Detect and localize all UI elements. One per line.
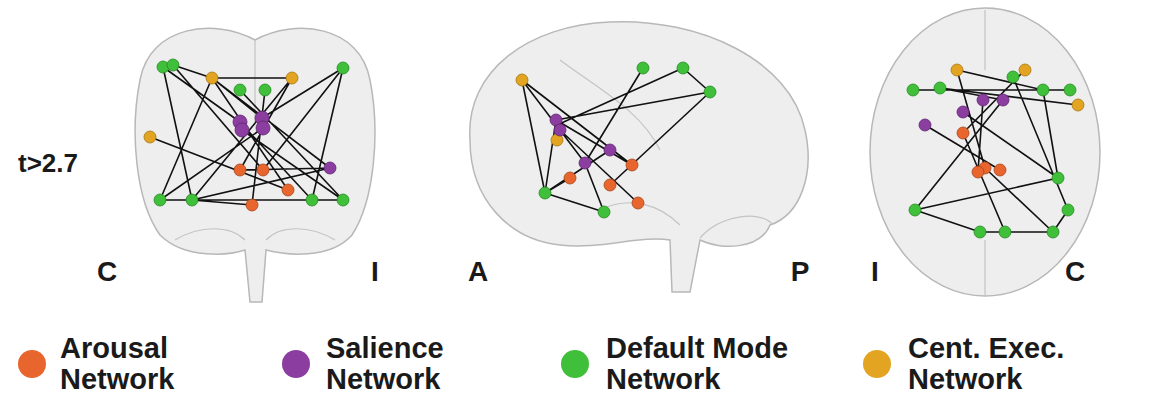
legend-swatch bbox=[863, 350, 891, 378]
orientation-letter: A bbox=[468, 256, 488, 288]
connection-lines bbox=[522, 68, 710, 212]
legend-text: Salience Network bbox=[326, 333, 516, 395]
brain-outline bbox=[470, 22, 808, 292]
brain-outline bbox=[135, 28, 375, 302]
orientation-letter: I bbox=[871, 256, 879, 288]
connection-lines bbox=[150, 65, 343, 205]
orientation-letter: C bbox=[1065, 256, 1085, 288]
view-threshold: t>2.7 bbox=[18, 148, 78, 179]
region-dots bbox=[907, 64, 1084, 238]
brain-fold bbox=[984, 10, 985, 295]
legend-text: Cent. Exec. Network bbox=[908, 333, 1138, 395]
orientation-letter: P bbox=[791, 256, 810, 288]
brain-fold bbox=[560, 60, 772, 238]
connection-lines bbox=[913, 70, 1078, 232]
legend-swatch bbox=[561, 350, 589, 378]
region-dots bbox=[144, 59, 349, 211]
legend-swatch bbox=[282, 350, 310, 378]
orientation-letter: C bbox=[97, 256, 117, 288]
legend-text: Default Mode Network bbox=[606, 333, 856, 395]
brain-outline bbox=[870, 8, 1100, 296]
orientation-letter: I bbox=[371, 256, 379, 288]
legend-swatch bbox=[18, 350, 46, 378]
legend-text: Arousal Network bbox=[60, 333, 230, 395]
region-dots bbox=[516, 62, 716, 218]
